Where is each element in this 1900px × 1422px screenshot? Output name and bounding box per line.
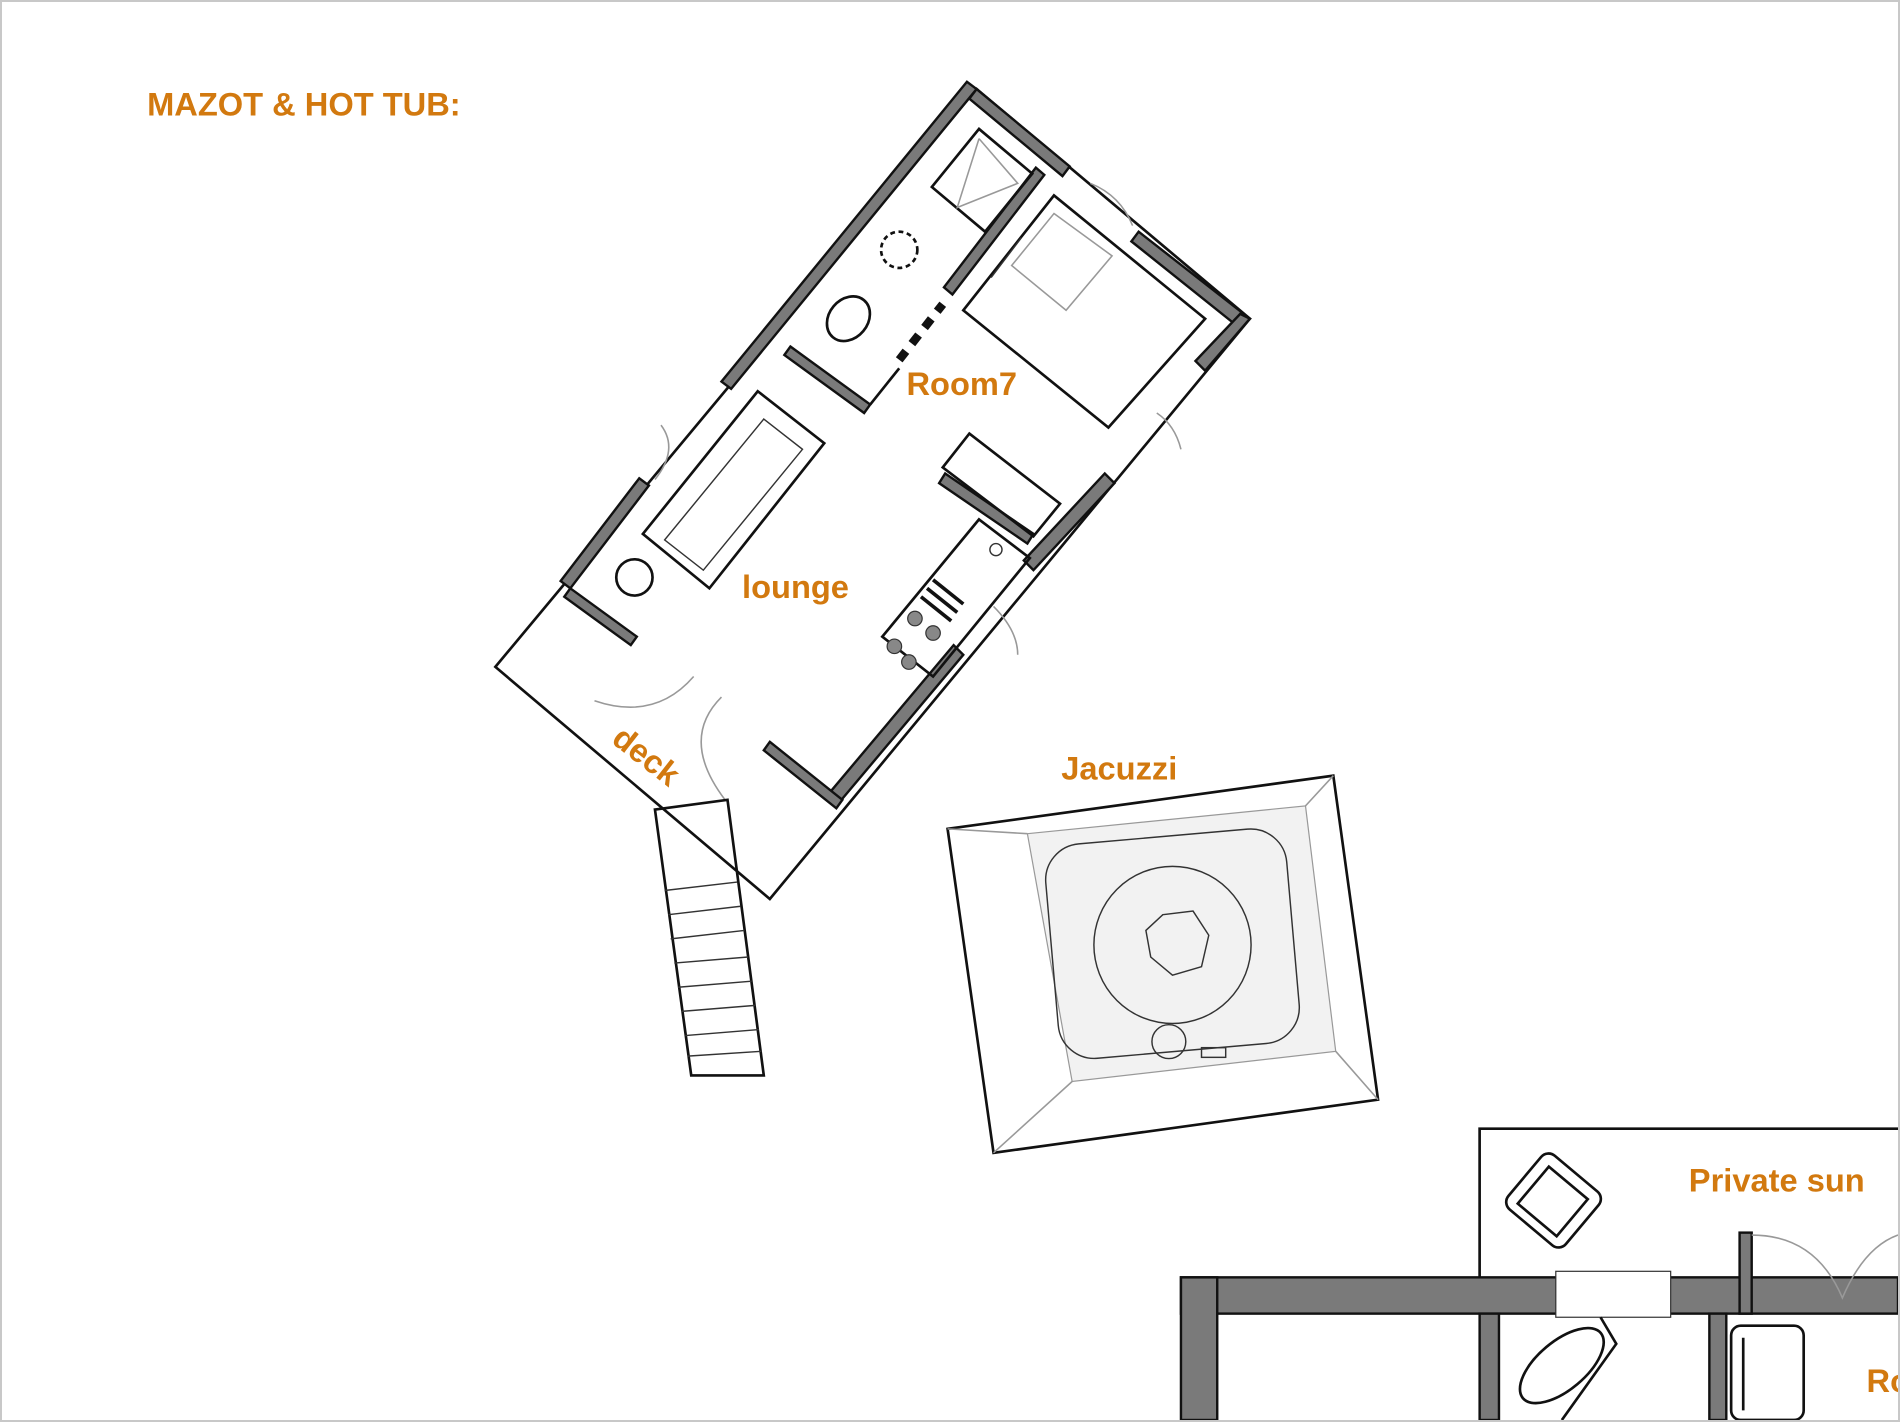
hob-icon (886, 610, 941, 670)
wall (1129, 229, 1252, 331)
pillow-line (990, 237, 1022, 279)
shower-icon (930, 127, 1035, 234)
mazot-outline (493, 87, 1252, 901)
wall (1193, 312, 1252, 373)
shower-drain-lines (956, 138, 1020, 209)
window-icon (1156, 412, 1182, 450)
label-private-sun: Private sun (1689, 1162, 1865, 1199)
window-icon (992, 605, 1019, 655)
sofa-seat (663, 418, 804, 572)
wall (937, 471, 1036, 546)
wall (782, 344, 872, 415)
toilet-icon (825, 295, 872, 343)
drainer-icon (919, 578, 965, 623)
window-icon (654, 424, 670, 480)
sofa-icon (641, 389, 827, 591)
adjacent-building: Private sun Ro (1179, 1127, 1898, 1420)
window-icon (1089, 182, 1134, 226)
jacuzzi: Jacuzzi (946, 749, 1380, 1155)
door-swing-icon (594, 676, 695, 708)
label-room-partial: Ro (1867, 1362, 1898, 1399)
table-icon (614, 557, 654, 597)
wall (762, 740, 845, 811)
wall (869, 367, 901, 406)
armchair-icon (1729, 1324, 1806, 1420)
door-swing-icon (1751, 1234, 1898, 1300)
label-lounge: lounge (742, 568, 849, 605)
label-jacuzzi: Jacuzzi (1061, 749, 1177, 786)
mazot-building: Room7 lounge deck (493, 80, 1252, 901)
bed-icon (961, 193, 1208, 430)
armchair-icon (1504, 1152, 1603, 1249)
sliding-partition (895, 301, 947, 363)
wardrobe-icon (940, 431, 1062, 539)
label-room7: Room7 (906, 365, 1017, 402)
bathtub-icon (1518, 1326, 1606, 1405)
plan-title: MAZOT & HOT TUB: (147, 86, 461, 123)
basin-icon (879, 230, 919, 270)
wall (1022, 471, 1117, 572)
label-deck: deck (606, 718, 688, 793)
wall (719, 80, 979, 391)
window-icon (1555, 1270, 1672, 1318)
kitchen-counter-icon (880, 517, 1032, 679)
wall (562, 586, 639, 647)
wall (825, 643, 965, 808)
wall (942, 165, 1046, 297)
wall (558, 476, 651, 590)
sink-icon (989, 542, 1003, 557)
door-swing-icon (700, 696, 726, 801)
bed-cover (1010, 212, 1114, 312)
stairs-icon (653, 798, 766, 1077)
